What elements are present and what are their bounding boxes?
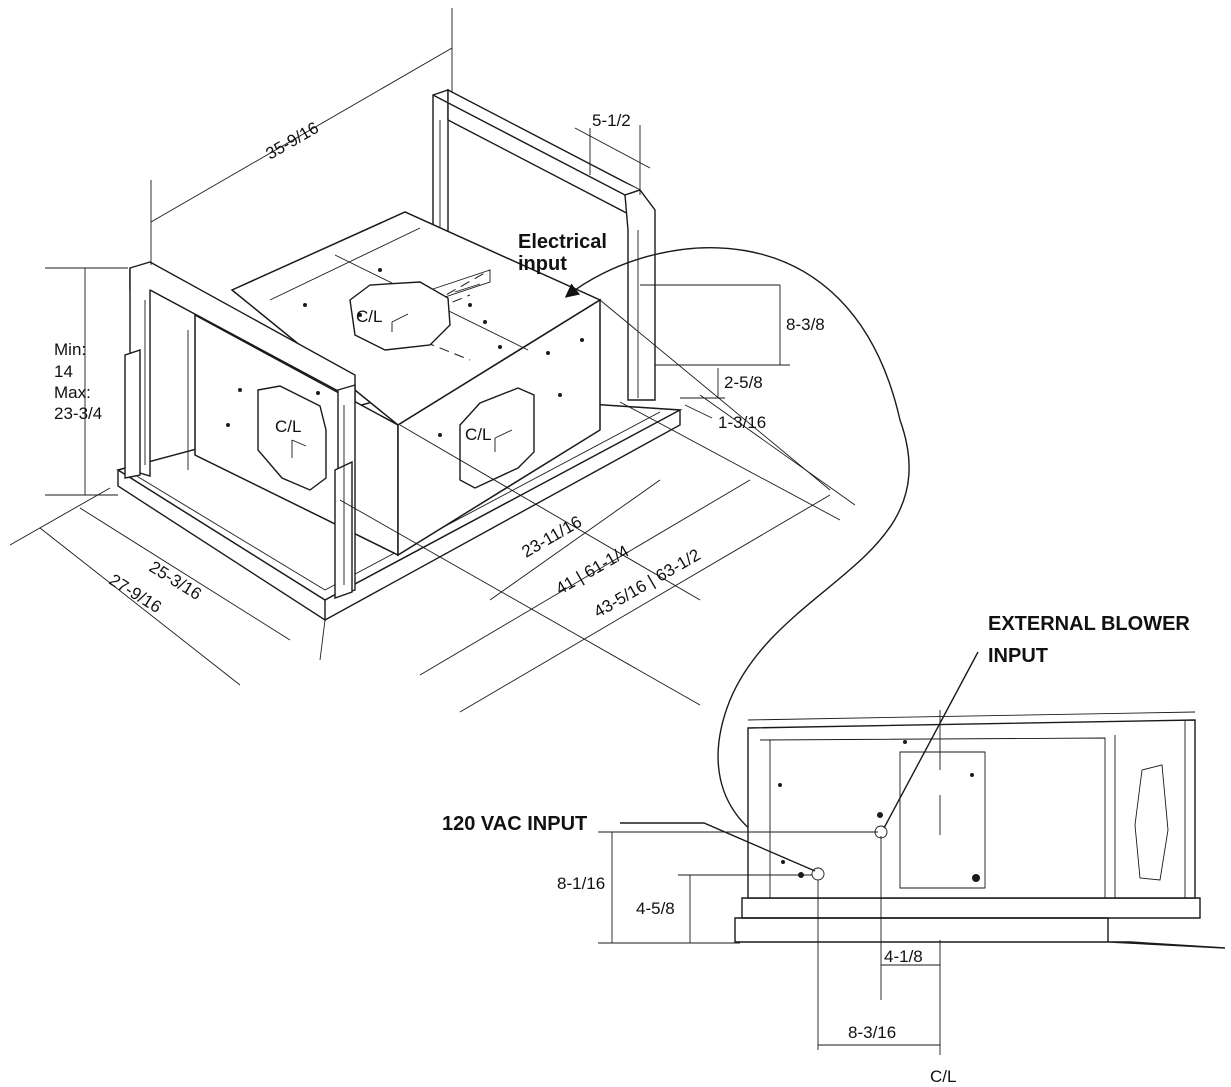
vac-input-leader (620, 822, 816, 872)
dim-min-label: Min: (54, 340, 86, 359)
dim-top-depth: 35-9/16 (263, 118, 322, 163)
centerline-front: C/L (465, 425, 491, 444)
dim-min-value: 14 (54, 362, 73, 381)
vac-input-label: 120 VAC INPUT (442, 813, 587, 835)
detail-box (747, 719, 1196, 899)
dim-offset-1-3-16: 1-3/16 (718, 413, 766, 432)
dim-detail-8-1-16: 8-1/16 (557, 874, 605, 893)
electrical-input-label-2: input (518, 253, 567, 275)
dim-detail-4-5-8: 4-5/8 (636, 899, 675, 918)
front-bracket (124, 261, 356, 599)
electrical-input-leader (564, 247, 901, 421)
dim-detail-4-1-8: 4-1/8 (884, 947, 923, 966)
isometric-view (9, 8, 910, 880)
dim-width-23-11-16: 23-11/16 (519, 512, 586, 561)
dim-height-2-5-8: 2-5/8 (724, 373, 763, 392)
left-opening (257, 385, 327, 491)
electrical-input-label-1: Electrical (518, 231, 607, 253)
dim-detail-8-3-16: 8-3/16 (848, 1023, 896, 1042)
ext-blower-label-2: INPUT (988, 645, 1048, 667)
detail-base (734, 917, 1226, 949)
centerline-top: C/L (356, 307, 382, 326)
dim-max-value: 23-3/4 (54, 404, 102, 423)
main-body (194, 211, 602, 557)
dim-bracket-width: 5-1/2 (592, 111, 631, 130)
front-opening (459, 387, 535, 489)
top-opening (349, 281, 451, 351)
ext-blower-label-1: EXTERNAL BLOWER (988, 613, 1190, 635)
dim-height-8-3-8: 8-3/8 (786, 315, 825, 334)
dim-max-label: Max: (54, 383, 91, 402)
centerline-left: C/L (275, 417, 301, 436)
ext-blower-leader (883, 651, 979, 829)
centerline-detail: C/L (930, 1067, 956, 1086)
detail-view (598, 651, 1226, 1055)
